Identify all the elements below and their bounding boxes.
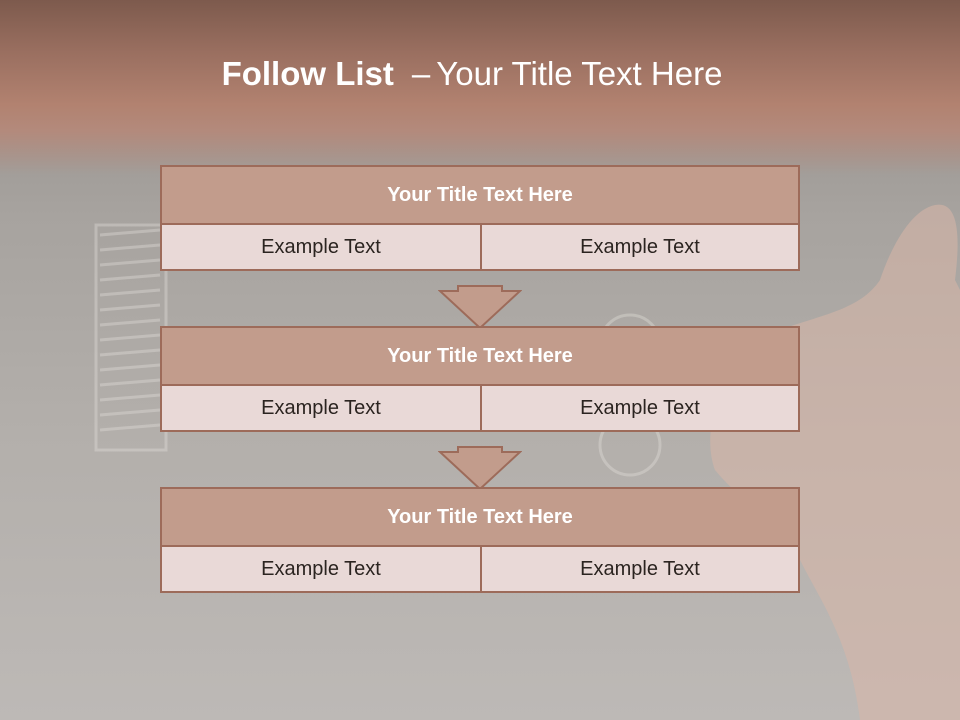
card-cell-right: Example Text bbox=[482, 386, 798, 430]
card-cell-left: Example Text bbox=[162, 225, 482, 269]
card-cell-left: Example Text bbox=[162, 386, 482, 430]
title-rest: Your Title Text Here bbox=[436, 55, 723, 92]
header-band bbox=[0, 0, 960, 175]
title-dash: – bbox=[411, 55, 431, 92]
list-card-3: Your Title Text Here Example Text Exampl… bbox=[160, 487, 800, 593]
card-title: Your Title Text Here bbox=[162, 167, 798, 225]
card-cell-right: Example Text bbox=[482, 547, 798, 591]
list-card-1: Your Title Text Here Example Text Exampl… bbox=[160, 165, 800, 271]
title-bold: Follow List bbox=[221, 55, 394, 92]
card-title: Your Title Text Here bbox=[162, 328, 798, 386]
down-arrow-icon bbox=[438, 285, 522, 329]
down-arrow-icon bbox=[438, 446, 522, 490]
card-cell-left: Example Text bbox=[162, 547, 482, 591]
list-card-2: Your Title Text Here Example Text Exampl… bbox=[160, 326, 800, 432]
hand-shape bbox=[710, 204, 960, 720]
card-cell-right: Example Text bbox=[482, 225, 798, 269]
card-title: Your Title Text Here bbox=[162, 489, 798, 547]
slide-title: Follow List–Your Title Text Here bbox=[0, 52, 944, 96]
